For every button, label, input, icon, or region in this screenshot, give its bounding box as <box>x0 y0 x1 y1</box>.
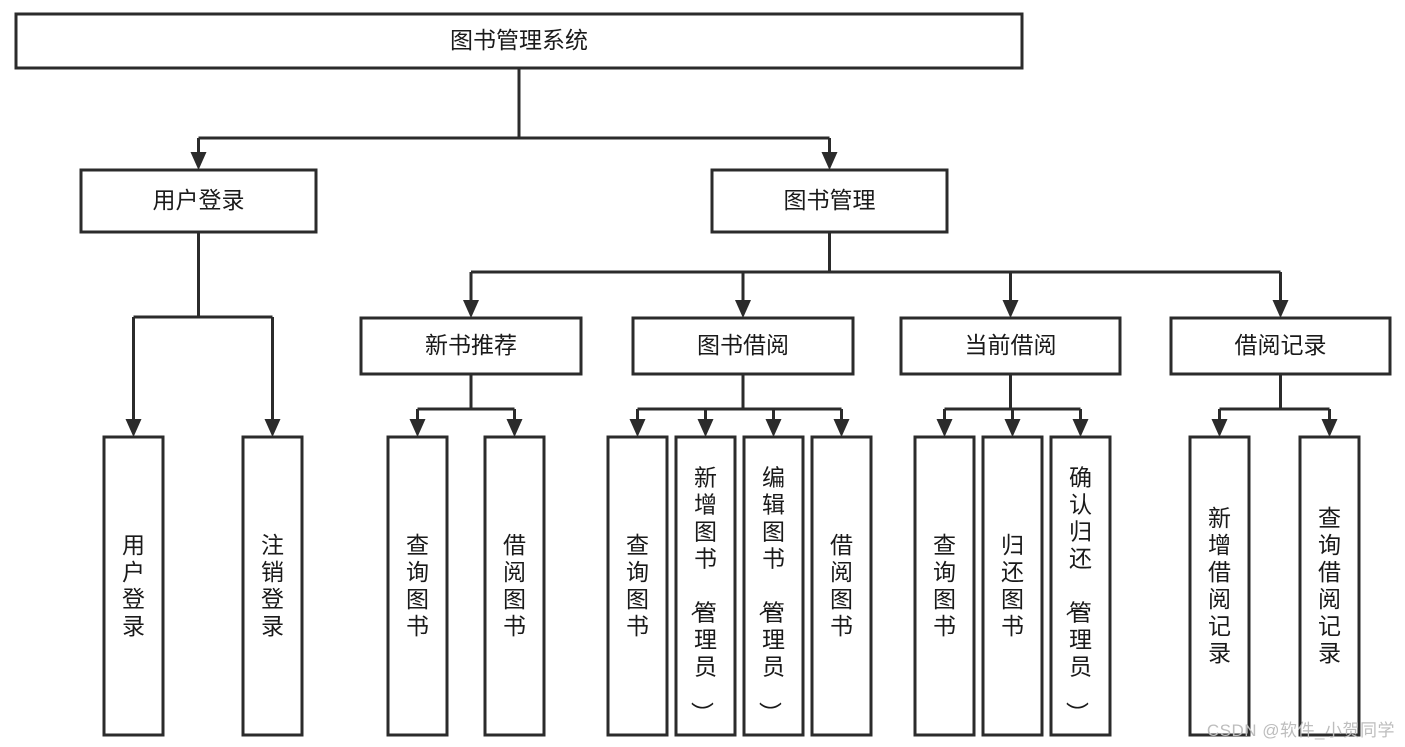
arrow-head-icon-l-borrow-book-1 <box>506 419 523 437</box>
arrow-head-icon-n-borrow-record <box>1272 300 1289 318</box>
edges-from-n-user-login <box>125 232 281 437</box>
node-label-n-user-login: 用户登录 <box>153 187 245 213</box>
node-label-l-borrow-book-1: 借阅图书 <box>503 532 526 639</box>
watermark-text: CSDN @软件_小贺同学 <box>1206 721 1395 740</box>
edges-from-root <box>190 68 838 170</box>
node-l-user-login[interactable]: 用户登录 <box>102 435 165 737</box>
arrow-head-icon-l-add-record <box>1211 419 1228 437</box>
arrow-head-icon-l-edit-book <box>765 419 782 437</box>
node-box-l-return-book <box>981 435 1044 737</box>
node-l-add-record[interactable]: 新增借阅记录 <box>1188 435 1251 737</box>
node-n-book-borrow[interactable]: 图书借阅 <box>631 316 855 376</box>
arrow-head-icon-l-borrow-book-2 <box>833 419 850 437</box>
edges-from-n-book-mgmt <box>463 232 1289 318</box>
node-label-l-return-book: 归还图书 <box>1001 532 1024 639</box>
arrow-head-icon-l-query-record <box>1321 419 1338 437</box>
node-l-borrow-book-1[interactable]: 借阅图书 <box>483 435 546 737</box>
node-box-root <box>14 12 1024 70</box>
node-label-n-borrow-record: 借阅记录 <box>1235 332 1327 358</box>
arrow-head-icon-l-query-book-1 <box>409 419 426 437</box>
node-box-l-query-book-2 <box>606 435 669 737</box>
arrow-head-icon-l-query-book-2 <box>629 419 646 437</box>
arrow-head-icon-l-user-login <box>125 419 142 437</box>
node-box-l-query-record <box>1298 435 1361 737</box>
node-box-l-logout <box>241 435 304 737</box>
node-box-n-book-borrow <box>631 316 855 376</box>
node-box-n-new-book-rec <box>359 316 583 376</box>
node-l-confirm-return[interactable]: 确认归还（管理员） <box>1049 435 1112 737</box>
node-label-l-add-book: 新增图书（管理员） <box>689 465 717 725</box>
node-label-l-borrow-book-2: 借阅图书 <box>830 532 853 639</box>
node-label-n-book-mgmt: 图书管理 <box>784 187 876 213</box>
node-label-l-user-login: 用户登录 <box>122 532 145 639</box>
node-label-l-logout: 注销登录 <box>261 532 284 639</box>
arrow-head-icon-n-user-login <box>190 152 207 170</box>
node-box-l-borrow-book-1 <box>483 435 546 737</box>
edges-from-n-current-borrow <box>936 374 1089 437</box>
node-box-n-borrow-record <box>1169 316 1392 376</box>
edges-from-n-new-book-rec <box>409 374 523 437</box>
node-label-l-query-book-1: 查询图书 <box>406 532 429 639</box>
arrow-head-icon-l-confirm-return <box>1072 419 1089 437</box>
node-box-n-book-mgmt <box>710 168 949 234</box>
node-label-l-query-record: 查询借阅记录 <box>1318 505 1341 666</box>
node-box-l-edit-book <box>742 435 805 737</box>
node-n-book-mgmt[interactable]: 图书管理 <box>710 168 949 234</box>
node-label-n-current-borrow: 当前借阅 <box>965 332 1057 358</box>
edges-from-n-borrow-record <box>1211 374 1338 437</box>
node-n-new-book-rec[interactable]: 新书推荐 <box>359 316 583 376</box>
node-l-logout[interactable]: 注销登录 <box>241 435 304 737</box>
node-label-l-query-book-3: 查询图书 <box>933 532 956 639</box>
node-root[interactable]: 图书管理系统 <box>14 12 1024 70</box>
node-label-root: 图书管理系统 <box>450 27 588 53</box>
node-l-query-record[interactable]: 查询借阅记录 <box>1298 435 1361 737</box>
node-box-l-query-book-3 <box>913 435 976 737</box>
arrow-head-icon-n-current-borrow <box>1002 300 1019 318</box>
node-l-edit-book[interactable]: 编辑图书（管理员） <box>742 435 805 737</box>
arrow-head-icon-l-add-book <box>697 419 714 437</box>
node-l-query-book-1[interactable]: 查询图书 <box>386 435 449 737</box>
node-box-l-confirm-return <box>1049 435 1112 737</box>
node-label-l-confirm-return: 确认归还（管理员） <box>1064 465 1092 725</box>
connector-layer <box>125 68 1338 437</box>
arrow-head-icon-l-query-book-3 <box>936 419 953 437</box>
node-n-user-login[interactable]: 用户登录 <box>79 168 318 234</box>
node-box-l-query-book-1 <box>386 435 449 737</box>
node-box-l-add-book <box>674 435 737 737</box>
node-label-n-new-book-rec: 新书推荐 <box>425 332 517 358</box>
arrow-head-icon-l-logout <box>264 419 281 437</box>
node-box-n-current-borrow <box>899 316 1122 376</box>
arrow-head-icon-l-return-book <box>1004 419 1021 437</box>
node-label-l-edit-book: 编辑图书（管理员） <box>757 465 785 725</box>
node-l-return-book[interactable]: 归还图书 <box>981 435 1044 737</box>
node-label-n-book-borrow: 图书借阅 <box>697 332 789 358</box>
node-box-l-add-record <box>1188 435 1251 737</box>
node-label-l-add-record: 新增借阅记录 <box>1208 505 1231 666</box>
node-n-borrow-record[interactable]: 借阅记录 <box>1169 316 1392 376</box>
arrow-head-icon-n-book-mgmt <box>821 152 838 170</box>
node-l-query-book-2[interactable]: 查询图书 <box>606 435 669 737</box>
node-n-current-borrow[interactable]: 当前借阅 <box>899 316 1122 376</box>
node-l-query-book-3[interactable]: 查询图书 <box>913 435 976 737</box>
arrow-head-icon-n-book-borrow <box>735 300 751 318</box>
node-l-add-book[interactable]: 新增图书（管理员） <box>674 435 737 737</box>
node-label-l-query-book-2: 查询图书 <box>626 532 649 639</box>
node-box-l-user-login <box>102 435 165 737</box>
node-layer: 图书管理系统用户登录图书管理新书推荐图书借阅当前借阅借阅记录用户登录注销登录查询… <box>14 12 1392 737</box>
node-box-n-user-login <box>79 168 318 234</box>
edges-from-n-book-borrow <box>629 374 850 437</box>
arrow-head-icon-n-new-book-rec <box>463 300 479 318</box>
node-box-l-borrow-book-2 <box>810 435 873 737</box>
node-l-borrow-book-2[interactable]: 借阅图书 <box>810 435 873 737</box>
